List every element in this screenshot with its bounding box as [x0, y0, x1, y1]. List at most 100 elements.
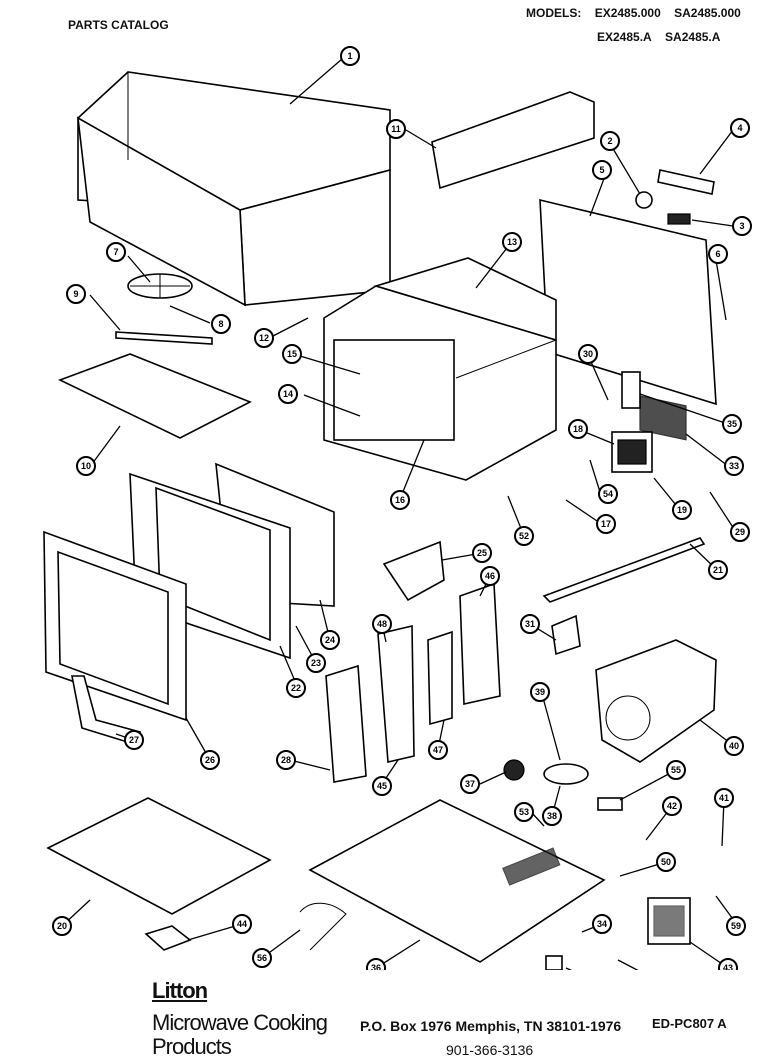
callout-37: 37 [460, 774, 480, 794]
svg-text:7: 7 [113, 247, 118, 257]
model-sa2485-000: SA2485.000 [674, 6, 741, 20]
exploded-parts-diagram: 1 2 4 5 3 6 11 7 8 9 12 15 13 10 14 16 1… [43, 46, 752, 970]
svg-text:5: 5 [599, 165, 604, 175]
models-row-2: EX2485.A SA2485.A [597, 30, 730, 44]
svg-text:43: 43 [723, 963, 733, 970]
relay-board-part [427, 630, 453, 726]
svg-text:29: 29 [735, 527, 745, 537]
svg-text:50: 50 [661, 857, 671, 867]
callout-7: 7 [106, 242, 126, 262]
latch-bracket-part [382, 540, 445, 602]
svg-text:41: 41 [719, 793, 729, 803]
callout-59: 59 [726, 916, 746, 936]
callout-38: 38 [542, 806, 562, 826]
callout-29: 29 [730, 522, 750, 542]
rail-part [542, 537, 706, 603]
callout-54: 54 [598, 484, 618, 504]
door-outer-part [43, 530, 187, 722]
models-row-1: MODELS: EX2485.000 SA2485.000 [526, 6, 751, 20]
callout-48: 48 [372, 614, 392, 634]
svg-text:13: 13 [507, 237, 517, 247]
callout-44: 44 [232, 914, 252, 934]
tray-part [57, 353, 252, 439]
circuit-board-part [377, 624, 415, 763]
magnetron-part [611, 431, 653, 473]
document-code: ED-PC807 A [652, 1016, 727, 1031]
svg-text:52: 52 [519, 531, 529, 541]
spring-part [667, 213, 691, 225]
shelf-part [46, 797, 272, 915]
model-sa2485-a: SA2485.A [665, 30, 721, 44]
callout-5: 5 [592, 160, 612, 180]
svg-text:17: 17 [601, 519, 611, 529]
svg-text:16: 16 [395, 495, 405, 505]
fuse-block-part [144, 925, 192, 951]
svg-text:8: 8 [218, 319, 223, 329]
callout-56: 56 [252, 948, 272, 968]
svg-text:25: 25 [477, 548, 487, 558]
callout-2: 2 [600, 131, 620, 151]
mailing-address: P.O. Box 1976 Memphis, TN 38101-1976 [360, 1018, 622, 1034]
callout-35: 35 [722, 414, 742, 434]
svg-text:54: 54 [603, 489, 613, 499]
base-plate-part [308, 799, 606, 963]
callout-6: 6 [708, 244, 728, 264]
fan-blade-part [127, 273, 193, 299]
callout-11: 11 [386, 119, 406, 139]
brand-logo: Litton [152, 978, 208, 1003]
capacitor-part [621, 371, 641, 409]
svg-text:26: 26 [205, 755, 215, 765]
svg-text:40: 40 [729, 741, 739, 751]
callout-12: 12 [254, 328, 274, 348]
callout-41: 41 [714, 788, 734, 808]
callout-16: 16 [390, 490, 410, 510]
callout-42: 42 [662, 796, 682, 816]
svg-text:39: 39 [535, 687, 545, 697]
callout-13: 13 [502, 232, 522, 252]
outer-cabinet-part [77, 71, 391, 307]
svg-text:37: 37 [465, 779, 475, 789]
callout-25: 25 [472, 543, 492, 563]
svg-text:36: 36 [371, 963, 381, 970]
callout-45: 45 [372, 776, 392, 796]
callout-50: 50 [656, 852, 676, 872]
svg-text:44: 44 [237, 919, 247, 929]
callout-40: 40 [724, 736, 744, 756]
svg-text:47: 47 [433, 745, 443, 755]
lamp-bulb-part [635, 191, 653, 209]
company-line-1: Microwave Cooking [152, 1010, 328, 1035]
callout-20: 20 [52, 916, 72, 936]
svg-text:4: 4 [737, 123, 742, 133]
callout-26: 26 [200, 750, 220, 770]
model-ex2485-000: EX2485.000 [594, 6, 661, 20]
control-housing-part [459, 582, 501, 705]
svg-text:46: 46 [485, 571, 495, 581]
callout-18: 18 [568, 419, 588, 439]
page-title: PARTS CATALOG [68, 18, 169, 32]
svg-text:28: 28 [281, 755, 291, 765]
callout-3: 3 [732, 216, 752, 236]
svg-text:34: 34 [597, 919, 607, 929]
callout-33: 33 [724, 456, 744, 476]
callout-36: 36 [366, 958, 386, 970]
svg-text:30: 30 [583, 349, 593, 359]
callout-1: 1 [340, 46, 360, 66]
svg-text:20: 20 [57, 921, 67, 931]
callout-55: 55 [666, 760, 686, 780]
callout-15: 15 [282, 344, 302, 364]
callout-19: 19 [672, 500, 692, 520]
top-bracket-part [431, 91, 595, 190]
svg-text:48: 48 [377, 619, 387, 629]
callout-43: 43 [718, 958, 738, 970]
svg-text:18: 18 [573, 424, 583, 434]
callout-24: 24 [320, 630, 340, 650]
svg-text:19: 19 [677, 505, 687, 515]
svg-text:53: 53 [519, 807, 529, 817]
callout-17: 17 [596, 514, 616, 534]
callout-31: 31 [520, 614, 540, 634]
callout-30: 30 [578, 344, 598, 364]
callout-47: 47 [428, 740, 448, 760]
callout-4: 4 [730, 118, 750, 138]
callout-52: 52 [514, 526, 534, 546]
callout-10: 10 [76, 456, 96, 476]
